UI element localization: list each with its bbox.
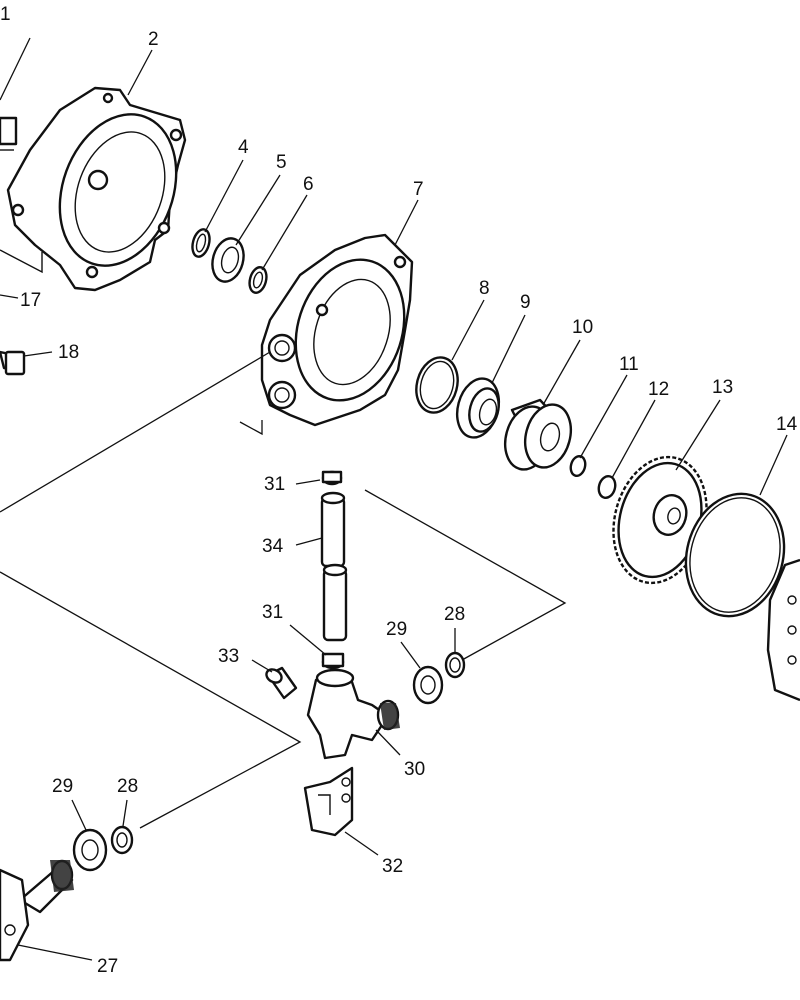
part-31-upper-clamp	[321, 470, 343, 486]
callout-11: 11	[619, 354, 639, 375]
callout-7: 7	[413, 179, 424, 200]
cover-fragment	[766, 558, 800, 702]
callout-8: 8	[479, 278, 490, 299]
part-9-seal	[455, 377, 501, 439]
part-14-gasket	[684, 492, 786, 618]
callout-1: 1	[0, 4, 11, 25]
callout-4: 4	[238, 137, 249, 158]
callout-34: 34	[262, 536, 284, 557]
callout-2: 2	[148, 29, 159, 50]
part-2-flange-housing	[0, 86, 187, 292]
callout-27: 27	[97, 956, 118, 977]
leader-lines	[0, 37, 788, 961]
callout-labels: 1 2 4 5 6 7 8 9 10 11 12 13 14 17 18 27 …	[0, 4, 798, 977]
callout-31-upper: 31	[264, 474, 285, 495]
callout-29-lower: 29	[52, 776, 73, 797]
part-32-bracket	[303, 766, 354, 837]
callout-18: 18	[58, 342, 79, 363]
callout-33: 33	[218, 646, 239, 667]
part-18-bolt	[0, 350, 26, 376]
callout-28-upper: 28	[444, 604, 465, 625]
part-30-elbow-fitting	[306, 668, 400, 760]
part-5-washer	[211, 237, 245, 283]
part-12-clip	[597, 474, 617, 500]
part-33-plug	[265, 666, 298, 700]
part-34-hose	[320, 491, 348, 642]
part-31-lower-clamp	[321, 652, 345, 670]
callout-10: 10	[572, 317, 593, 338]
callout-6: 6	[303, 174, 314, 195]
part-8-o-ring	[415, 356, 459, 414]
assembly-line-housing	[239, 420, 263, 436]
callout-17: 17	[20, 290, 41, 311]
callout-5: 5	[276, 152, 287, 173]
part-13-gear	[612, 455, 708, 585]
part-4-snap-ring	[191, 228, 211, 258]
part-10-bearing	[503, 398, 573, 471]
callout-9: 9	[520, 292, 531, 313]
part-28-washer-lower	[110, 825, 134, 855]
callout-14: 14	[776, 414, 798, 435]
part-29-nut-upper	[412, 665, 444, 705]
part-28-washer-upper	[444, 651, 466, 679]
assembly-lines	[0, 351, 567, 829]
callout-32: 32	[382, 856, 403, 877]
callout-13: 13	[712, 377, 733, 398]
part-11-clip	[569, 454, 587, 478]
callout-28-lower: 28	[117, 776, 138, 797]
part-1-fragment	[0, 116, 18, 151]
part-27-outlet-pipe	[0, 859, 74, 962]
callout-29-upper: 29	[386, 619, 407, 640]
callout-31-lower: 31	[262, 602, 283, 623]
part-6-ring	[248, 266, 268, 294]
callout-30: 30	[404, 759, 425, 780]
callout-12: 12	[648, 379, 669, 400]
part-29-nut-lower	[72, 828, 108, 872]
part-7-pump-housing	[260, 233, 414, 427]
